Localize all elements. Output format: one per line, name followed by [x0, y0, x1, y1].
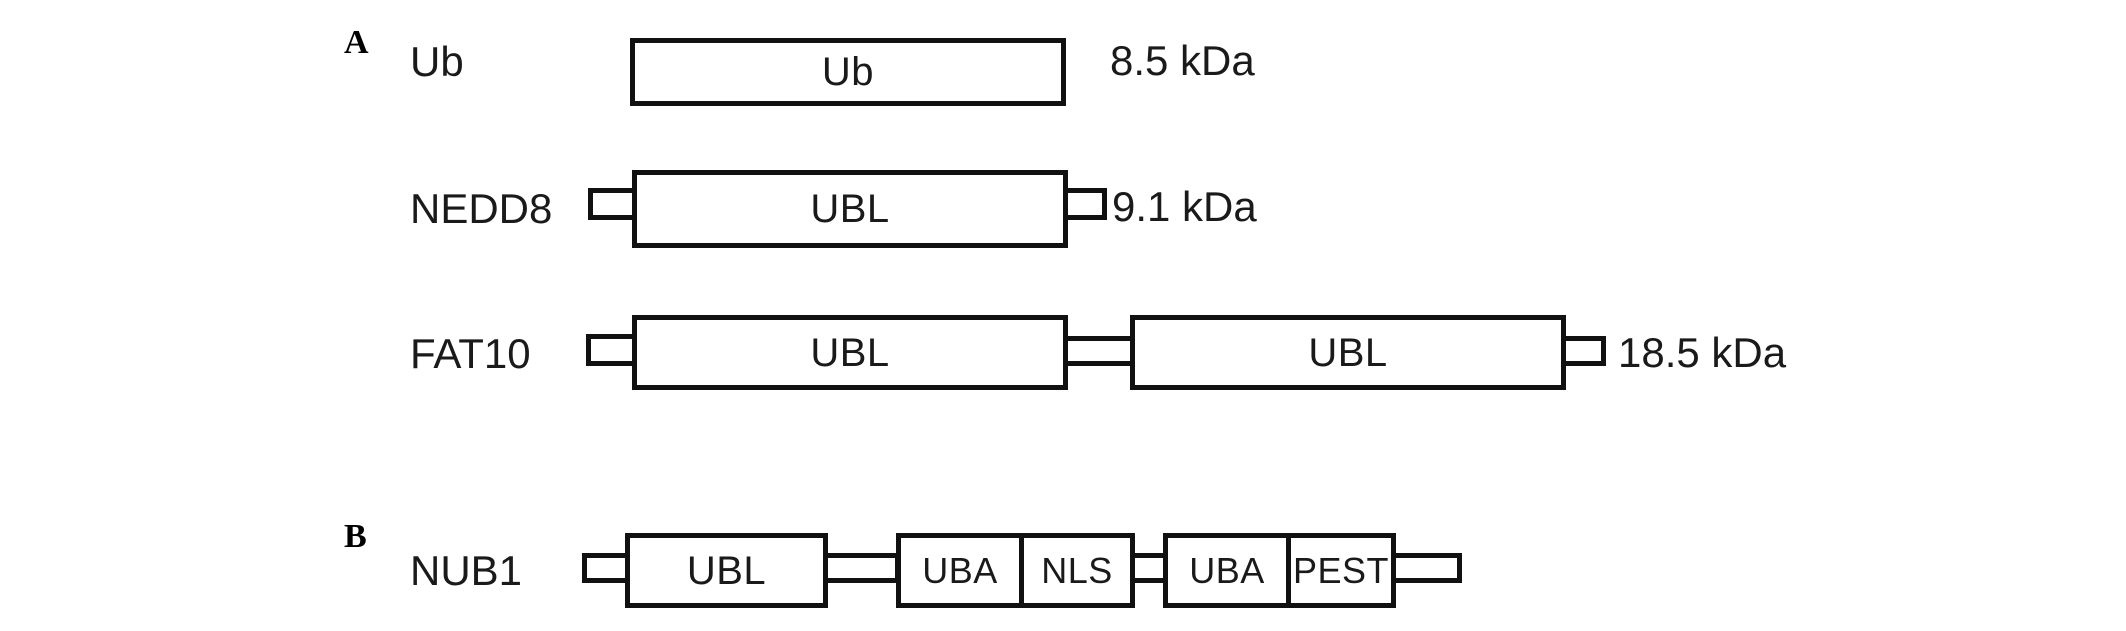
- domain-box-nub1-pest: PEST: [1286, 533, 1396, 608]
- domain-box-nub1-uba-2: UBA: [1163, 533, 1291, 608]
- domain-label-fat10-ubl-1: UBL: [810, 330, 890, 375]
- mass-label-fat10: 18.5 kDa: [1618, 329, 1787, 376]
- domain-label-nedd8-ubl: UBL: [810, 187, 890, 231]
- domain-label-nub1-nls: NLS: [1041, 549, 1113, 591]
- protein-name-ub: Ub: [410, 38, 464, 85]
- domain-box-nub1-nls: NLS: [1019, 533, 1135, 608]
- protein-name-nedd8: NEDD8: [410, 185, 553, 232]
- domain-box-ub: Ub: [630, 38, 1066, 106]
- inter-domain-linker-fat10: [1058, 336, 1138, 366]
- mass-label-nedd8: 9.1 kDa: [1112, 183, 1257, 230]
- mass-label-ub: 8.5 kDa: [1110, 37, 1255, 84]
- domain-label-ub: Ub: [821, 50, 875, 94]
- domain-box-nedd8-ubl: UBL: [632, 170, 1068, 248]
- domain-box-fat10-ubl-2: UBL: [1130, 315, 1566, 390]
- domain-label-nub1-uba-1: UBA: [922, 549, 998, 591]
- c-terminal-linker-nub1: [1390, 553, 1462, 583]
- panel-label-b: B: [344, 518, 367, 555]
- linker-ubl-uba-nub1: [822, 553, 900, 583]
- c-terminal-linker-fat10: [1558, 336, 1606, 366]
- domain-box-fat10-ubl-1: UBL: [632, 315, 1068, 390]
- domain-box-nub1-ubl: UBL: [625, 533, 828, 608]
- domain-label-fat10-ubl-2: UBL: [1308, 330, 1388, 375]
- domain-label-nub1-uba-2: UBA: [1189, 549, 1265, 591]
- panel-label-a: A: [344, 24, 369, 61]
- domain-box-nub1-uba-1: UBA: [896, 533, 1024, 608]
- protein-name-fat10: FAT10: [410, 330, 531, 377]
- domain-label-nub1-pest: PEST: [1292, 549, 1390, 591]
- protein-name-nub1: NUB1: [410, 547, 523, 594]
- domain-label-nub1-ubl: UBL: [686, 548, 767, 593]
